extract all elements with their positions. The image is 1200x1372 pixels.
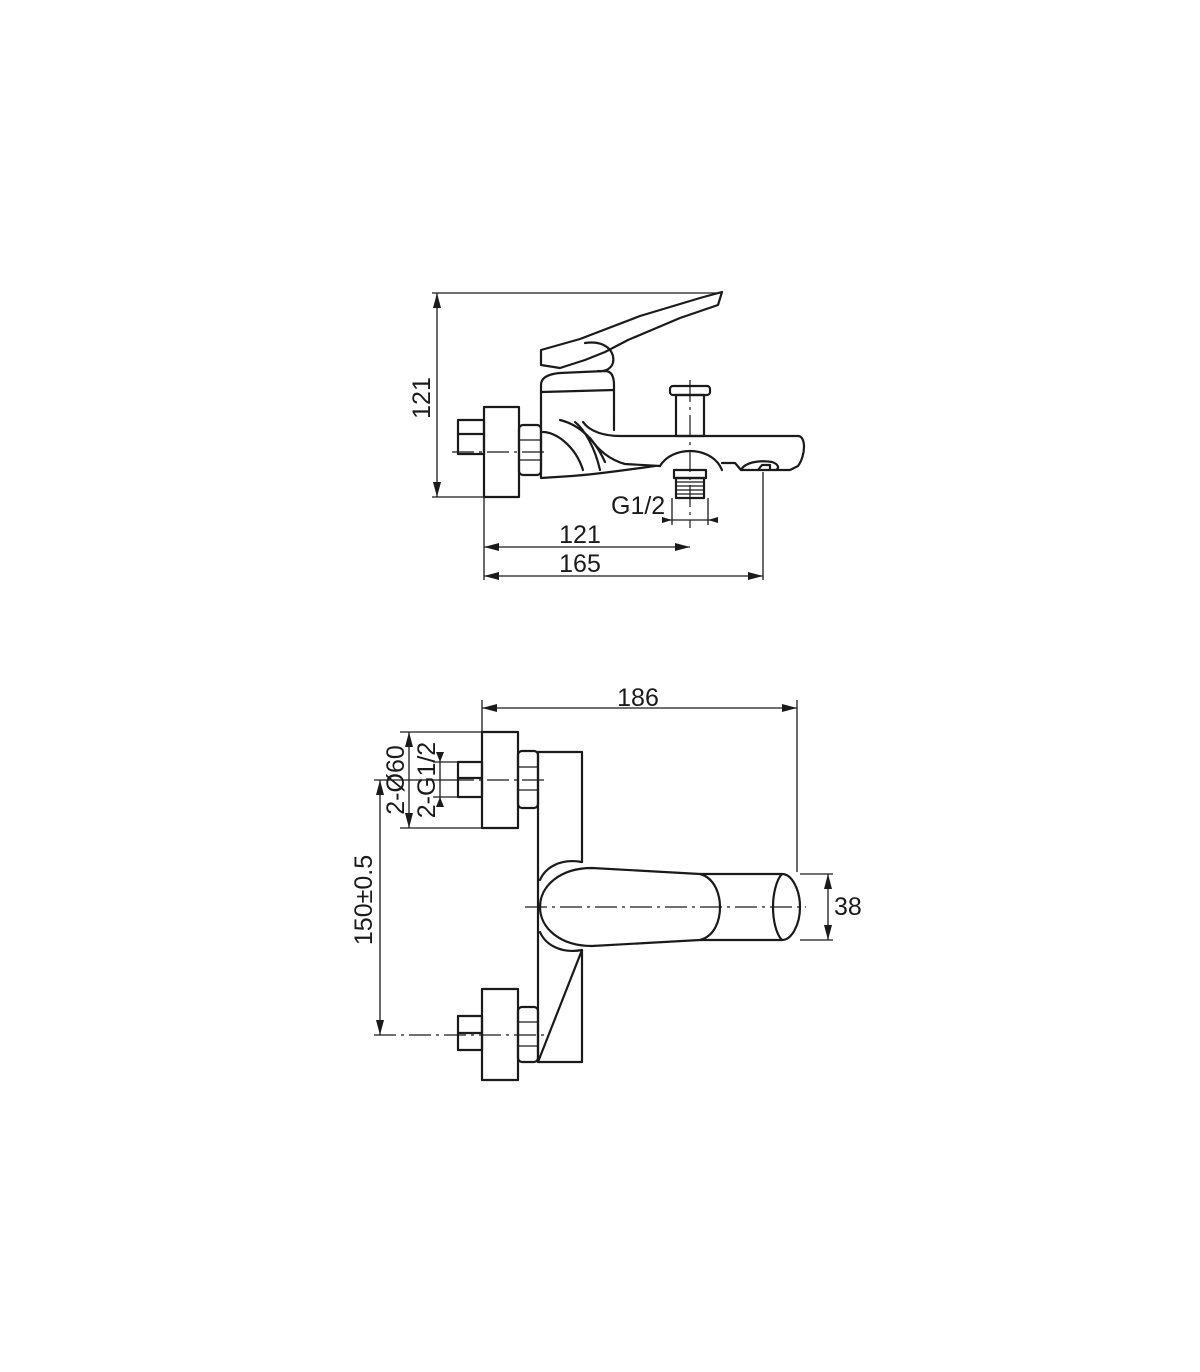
inlet-pipe <box>456 418 486 456</box>
dim-centers-label: 150±0.5 <box>350 855 378 945</box>
dim-overall-depth-label: 165 <box>559 550 601 578</box>
dim-spout-to-diverter-label: 121 <box>559 521 601 549</box>
mixer-body-top <box>536 750 584 1064</box>
cartridge-cover <box>539 369 616 410</box>
outlet-thread <box>674 476 706 500</box>
dim-spout-width-label: 38 <box>834 893 862 921</box>
dim-overall-width-label: 186 <box>617 684 659 712</box>
dim-thread-label: G1/2 <box>611 492 665 520</box>
hex-nut <box>517 423 543 477</box>
handle-lever <box>539 290 724 370</box>
dim-height-label: 121 <box>408 377 436 419</box>
mixer-body <box>539 423 657 480</box>
shower-outlet <box>658 449 724 472</box>
spout <box>581 420 806 472</box>
side-view: 121 <box>408 290 806 580</box>
top-view: 186 2-Ø60 2-G1/2 <box>350 684 862 1082</box>
